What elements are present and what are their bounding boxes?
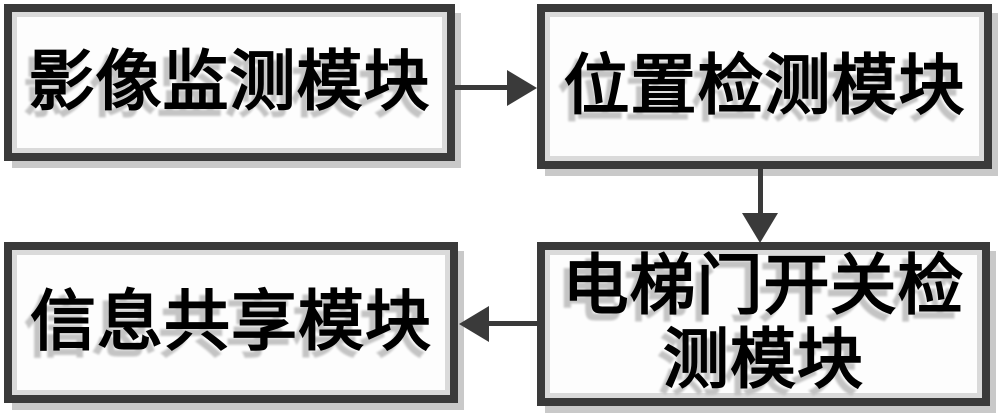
box-label-elevator-door-switch-detection: 电梯门开关检测模块 bbox=[562, 250, 965, 397]
connector-line-image-to-position bbox=[455, 85, 507, 90]
box-image-monitoring-module: 影像监测模块 bbox=[4, 4, 455, 161]
connector-line-door-switch-to-information bbox=[488, 321, 537, 326]
arrow-left-icon bbox=[459, 306, 489, 342]
box-label-image-monitoring: 影像监测模块 bbox=[28, 45, 431, 119]
box-position-detection-module: 位置检测模块 bbox=[537, 4, 992, 169]
box-label-position-detection: 位置检测模块 bbox=[563, 49, 966, 123]
arrow-down-icon bbox=[742, 213, 778, 243]
box-label-information-sharing: 信息共享模块 bbox=[30, 285, 432, 359]
arrow-right-icon bbox=[507, 70, 537, 106]
connector-line-position-to-door-switch bbox=[758, 169, 763, 215]
box-information-sharing-module: 信息共享模块 bbox=[4, 242, 458, 403]
box-elevator-door-switch-detection-module: 电梯门开关检测模块 bbox=[537, 242, 990, 406]
